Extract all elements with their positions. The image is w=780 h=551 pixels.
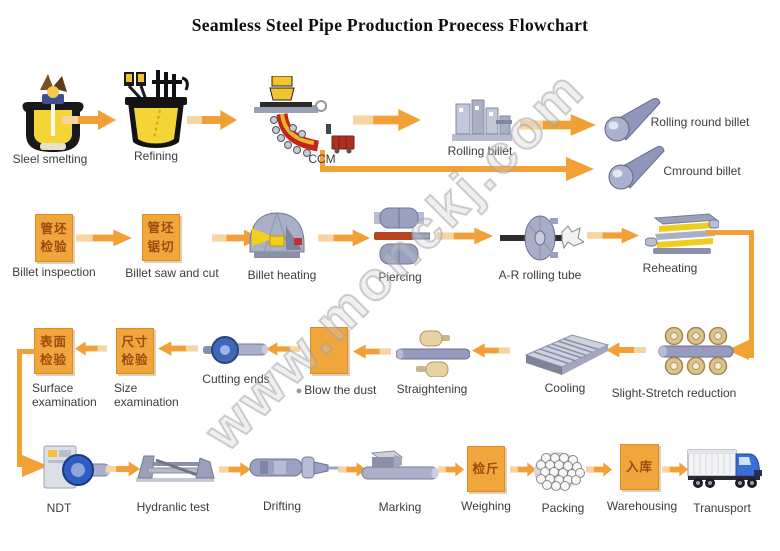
arrow-right: [587, 227, 639, 244]
box-weighing: 检斤: [467, 446, 505, 492]
connector-ccm-arrowhead-icon: [566, 157, 594, 181]
refining-icon: [124, 70, 189, 148]
label-warehousing: Warehousing: [606, 499, 678, 513]
label-size-examination: Size examination: [114, 381, 179, 409]
round-billet-icon: [604, 98, 661, 142]
label-reheating: Reheating: [642, 261, 698, 275]
label-straightening: Straightening: [396, 382, 468, 396]
label-refining: Refining: [133, 149, 179, 163]
arrow-left: [353, 344, 391, 359]
arrow-right: [586, 462, 612, 477]
arrow-right: [219, 462, 251, 477]
arrow-left: [266, 342, 300, 356]
arrow-right: [76, 229, 132, 247]
arrow-left: [606, 342, 646, 358]
cooling-bed-icon: [524, 334, 610, 375]
hydraulic-test-bench-icon: [136, 455, 215, 482]
arrow-right: [106, 461, 140, 477]
connector-ccm-vertical: [320, 150, 325, 170]
arrow-right: [437, 227, 493, 245]
label-tranusport: Tranusport: [693, 501, 751, 515]
arrow-right: [520, 114, 596, 136]
connector-right-vertical: [749, 230, 754, 358]
label-rolling-round-billet: Rolling round billet: [650, 115, 750, 129]
box-blow-the-dust: [310, 327, 348, 374]
label-cmround-billet: Cmround billet: [663, 164, 741, 178]
arrow-right: [510, 462, 536, 477]
arrow-left: [472, 343, 510, 358]
label-weighing: Weighing: [461, 499, 511, 513]
label-piercing: Piercing: [378, 270, 422, 284]
box-billet-saw-and-cut: 管坯 锯切: [142, 214, 180, 261]
bullet-icon: ●: [295, 385, 303, 397]
straightening-icon: [396, 330, 470, 377]
slight-stretch-reduction-icon: [658, 327, 734, 375]
round-billet-icon: [608, 146, 665, 190]
ccm-machine-icon: [254, 76, 355, 157]
marking-station-icon: [361, 450, 439, 480]
label-blow-the-dust: ●Blow the dust: [280, 383, 392, 398]
arrow-right: [338, 462, 366, 477]
label-ccm: CCM: [308, 152, 336, 166]
label-billet-inspection: Billet inspection: [12, 265, 96, 279]
page-title: Seamless Steel Pipe Production Proecess …: [191, 15, 589, 35]
transport-truck-icon: [687, 449, 762, 488]
label-cutting-ends: Cutting ends: [202, 372, 270, 386]
label-hydranlic-test: Hydranlic test: [136, 500, 210, 514]
connector-right-horizontal: [706, 230, 754, 235]
packing-bundle-icon: [534, 452, 585, 491]
label-steel-smelting: Sleel smelting: [12, 152, 88, 166]
label-rolling-billet: Rolling billet: [447, 144, 513, 158]
arrow-right: [353, 109, 421, 131]
box-billet-inspection: 管坯 检验: [35, 214, 73, 262]
cutting-ends-icon: [203, 336, 268, 364]
reheating-furnace-icon: [645, 213, 719, 254]
box-size-examination: 尺寸 检验: [116, 328, 154, 374]
label-billet-saw-and-cut: Billet saw and cut: [125, 266, 219, 280]
ndt-machine-icon: [43, 445, 110, 489]
connector-left-arrowhead-icon: [22, 455, 48, 477]
label-slight-stretch-reduction: Slight-Stretch reduction: [611, 386, 737, 400]
label-billet-heating: Billet heating: [247, 268, 317, 282]
box-surface-examination: 表面 检验: [34, 328, 73, 374]
connector-left-stub: [17, 349, 36, 354]
arrow-right: [318, 229, 370, 247]
label-drifting: Drifting: [262, 499, 301, 513]
label-blow-the-dust-text: Blow the dust: [304, 383, 377, 397]
label-surface-examination: Surface examination: [32, 381, 97, 409]
arrow-left: [158, 341, 198, 356]
arrow-left: [75, 341, 107, 356]
arrow-right: [438, 462, 464, 477]
connector-ccm-horizontal: [320, 166, 568, 172]
arrow-right: [662, 462, 688, 477]
label-ndt: NDT: [46, 501, 72, 515]
label-packing: Packing: [541, 501, 585, 515]
arrow-right: [187, 110, 237, 130]
billet-heating-furnace-icon: [249, 212, 305, 258]
piercing-mill-icon: [374, 207, 430, 265]
arrow-right: [62, 110, 116, 130]
connector-left-vertical: [17, 349, 22, 467]
steel-smelting-icon: [22, 74, 84, 152]
rolling-billet-mill-icon: [452, 99, 512, 141]
ar-rolling-tube-icon: [500, 215, 584, 261]
label-cooling: Cooling: [544, 381, 586, 395]
box-warehousing: 入库: [620, 444, 659, 490]
label-ar-rolling-tube: A-R rolling tube: [498, 268, 582, 282]
drifting-tool-icon: [249, 456, 344, 479]
label-marking: Marking: [378, 500, 422, 514]
arrow-right: [212, 229, 260, 247]
